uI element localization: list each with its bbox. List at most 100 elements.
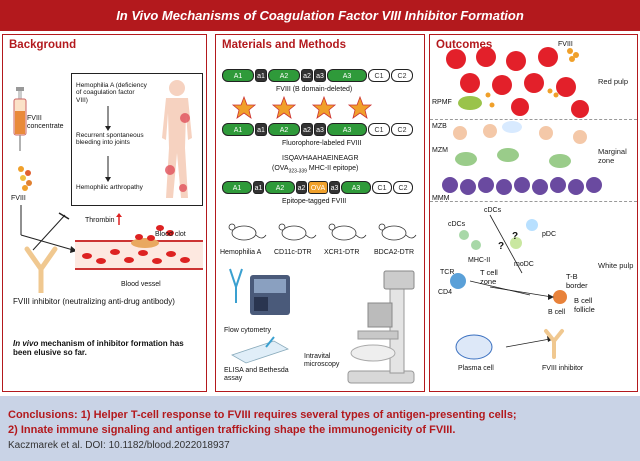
microscope-icon — [347, 270, 415, 384]
domain-a1: A1 — [222, 123, 254, 136]
domain-a2: A2 — [268, 123, 300, 136]
elusive-italic: In vivo — [13, 339, 39, 348]
domain-c1: C1 — [368, 123, 390, 136]
construct-epitope-tagged: A1 a1 A2 a2 OVA a3 A3 C1 C2 — [222, 181, 420, 195]
conclusions-bar: Conclusions: 1) Helper T-cell response t… — [0, 396, 640, 461]
inhibitor-outcome-label: FVIII inhibitor — [542, 365, 584, 372]
mouse-label-xcr1: XCR1-DTR — [324, 249, 360, 256]
construct1-label: FVIII (B domain-deleted) — [276, 86, 353, 93]
mzb-label: MZB — [432, 123, 447, 130]
elusive-text: In vivo mechanism of inhibitor formation… — [13, 339, 203, 357]
methods-heading: Materials and Methods — [222, 39, 346, 51]
conclusion-num-2: 2) — [8, 424, 18, 437]
domain-a3: A3 — [341, 181, 371, 194]
mouse-label-bdca2: BDCA2-DTR — [374, 249, 415, 256]
domain-c2: C2 — [391, 123, 413, 136]
fviii-molecule-icon — [18, 166, 32, 191]
thrombin-label: Thrombin — [85, 217, 115, 224]
inhibitor-label: FVIII inhibitor (neutralizing anti-drug … — [13, 297, 175, 306]
domain-a1: A1 — [222, 69, 254, 82]
outcomes-heading: Outcomes — [436, 39, 493, 51]
flow-cytometry-label: Flow cytometry — [224, 327, 272, 334]
elusive-rest: mechanism of inhibitor formation has bee… — [13, 339, 184, 358]
recurrent-bleeding-text: Recurrent spontaneous bleeding into join… — [76, 132, 144, 147]
fviii-label: FVIII — [11, 195, 26, 202]
pdc-label: pDC — [542, 231, 557, 238]
domain-ova: OVA — [308, 181, 328, 194]
epitope-sequence: ISQAVHAAHAEINEAGR — [282, 155, 359, 162]
domain-a3-acidic: a3 — [314, 123, 326, 136]
domain-a1-acidic: a1 — [255, 69, 267, 82]
red-pulp-label: Red pulp — [598, 77, 629, 86]
domain-a3-acidic: a3 — [329, 181, 340, 194]
domain-c1: C1 — [368, 69, 390, 82]
conclusion-1: Helper T-cell response to FVIII requires… — [90, 409, 517, 421]
mmm-label: MMM — [432, 195, 450, 202]
flow-cytometer-icon — [229, 268, 290, 315]
fviii-concentrate-label: FVIII concentrate — [27, 115, 64, 131]
conclusion-2: Innate immune signaling and antigen traf… — [17, 424, 456, 437]
spleen-cells-illustration — [442, 47, 602, 360]
rpmf-label: RPMF — [432, 99, 452, 106]
domain-a2-acidic: a2 — [301, 69, 313, 82]
fviii-outcome-label: FVIII — [558, 41, 573, 48]
epitope-sub: 323-339 — [288, 168, 307, 175]
cd4-label: CD4 — [438, 289, 453, 296]
white-pulp-label: White pulp — [598, 261, 634, 270]
outcomes-panel: Outcomes Red pulp Marginal zone White pu… — [429, 34, 638, 392]
cdcs-label-1: cDCs — [484, 207, 502, 214]
domain-a1: A1 — [222, 181, 252, 194]
hemophilia-box: Hemophilia A (deficiency of coagulation … — [71, 73, 203, 206]
marginal-zone-label: Marginal zone — [598, 147, 627, 165]
tcell-zone-label: T cell zone — [480, 268, 498, 286]
epitope-description: (OVA323-339 MHC-II epitope) — [272, 165, 358, 175]
construct3-label: Epitope-tagged FVIII — [282, 198, 347, 205]
domain-a2-acidic: a2 — [301, 123, 313, 136]
mzm-label: MZM — [432, 147, 448, 154]
tb-border-label: T-B border — [566, 272, 588, 290]
mhc-label: MHC-II — [468, 257, 491, 264]
blood-clot-label: Blood clot — [155, 231, 186, 238]
domain-a2-acidic: a2 — [296, 181, 307, 194]
domain-a2: A2 — [265, 181, 295, 194]
box-arrows — [105, 106, 111, 182]
domain-c2: C2 — [391, 69, 413, 82]
blood-vessel-label: Blood vessel — [121, 281, 161, 288]
domain-a3: A3 — [327, 123, 367, 136]
intravital-label: Intravital microscopy — [304, 353, 340, 369]
bcell-follicle-label: B cell follicle — [574, 296, 595, 314]
red-marginal-divider — [430, 119, 637, 120]
conclusions-text: Conclusions: 1) Helper T-cell response t… — [8, 408, 633, 439]
mouse-icons — [228, 223, 417, 241]
fluorophore-star-icons — [231, 95, 373, 119]
construct-fluorophore: A1 a1 A2 a2 a3 A3 C1 C2 — [222, 123, 420, 137]
human-body-icon — [162, 80, 192, 198]
domain-a2: A2 — [268, 69, 300, 82]
conclusion-num-1: 1) — [77, 409, 91, 421]
arthropathy-text: Hemophilic arthropathy — [76, 184, 143, 191]
marginal-white-divider — [430, 201, 637, 202]
epitope-ova: (OVA — [272, 165, 289, 172]
domain-c1: C1 — [372, 181, 392, 194]
question-mark-1: ? — [498, 241, 505, 252]
modc-label: moDC — [514, 261, 534, 268]
methods-panel: Materials and Methods A1 a1 A2 a2 a3 A3 … — [215, 34, 425, 392]
construct2-label: Fluorophore-labeled FVIII — [282, 140, 362, 147]
citation: Kaczmarek et al. DOI: 10.1182/blood.2022… — [8, 440, 230, 451]
figure-title: In Vivo Mechanisms of Coagulation Factor… — [0, 0, 640, 31]
domain-a1-acidic: a1 — [255, 123, 267, 136]
bcell-label: B cell — [548, 309, 566, 316]
plasma-cell-label: Plasma cell — [458, 365, 494, 372]
domain-a3-acidic: a3 — [314, 69, 326, 82]
thrombin-up-icon — [116, 213, 122, 225]
syringe-icon — [13, 87, 27, 151]
construct-fviii-bdd: A1 a1 A2 a2 a3 A3 C1 C2 — [222, 69, 420, 83]
domain-a3: A3 — [327, 69, 367, 82]
antibody-icon — [24, 246, 58, 293]
blood-vessel-illustration — [75, 225, 203, 270]
mouse-label-hemophilia: Hemophilia A — [220, 249, 262, 256]
tcr-label: TCR — [440, 269, 455, 276]
elisa-label: ELISA and Bethesda assay — [224, 367, 289, 383]
elisa-plate-icon — [231, 336, 289, 364]
domain-c2: C2 — [393, 181, 413, 194]
